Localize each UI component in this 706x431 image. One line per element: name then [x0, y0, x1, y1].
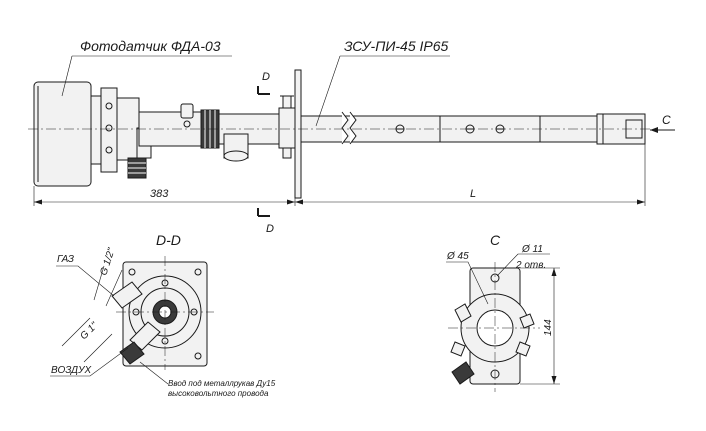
photosensor-housing [33, 81, 92, 187]
note-line2: высоковольтного провода [168, 389, 269, 398]
section-dd: D-D G 1/2" ГАЗ G 1" ВОЗДУХ Ввод под мет [50, 232, 276, 398]
thread-g1-label: G 1" [78, 320, 100, 342]
gas-label: ГАЗ [57, 254, 74, 265]
thread-g12-label: G 1/2" [98, 246, 117, 276]
diameter-45-label: Ø 45 [446, 251, 469, 262]
diameter-11-label: Ø 11 [521, 244, 543, 255]
section-mark-top: D [262, 71, 270, 83]
section-mark-bottom: D [266, 223, 274, 235]
holes-label: 2 отв. [515, 260, 546, 271]
photosensor-label: Фотодатчик ФДА-03 [80, 38, 221, 54]
section-gland [119, 341, 145, 365]
mounting-plate [294, 69, 302, 199]
section-dd-title: D-D [156, 232, 181, 248]
igniter-label: ЗСУ-ПИ-45 IP65 [344, 38, 449, 54]
dimension-383: 383 [150, 188, 169, 200]
view-c-arrow-label: C [662, 113, 671, 127]
view-c-title: C [490, 232, 501, 248]
side-view: C D D Фотодатчик ФДА-03 ЗСУ-ПИ-45 IP65 3… [28, 38, 675, 235]
view-c: C 144 Ø 45 Ø 11 2 отв. [446, 232, 560, 392]
air-label: ВОЗДУХ [51, 365, 91, 376]
dimension-l: L [470, 188, 476, 200]
sensor-flange [90, 95, 102, 165]
note-line1: Ввод под металлрукав Ду15 [168, 379, 276, 388]
dimension-144: 144 [543, 319, 554, 336]
view-c-gland [451, 361, 475, 385]
